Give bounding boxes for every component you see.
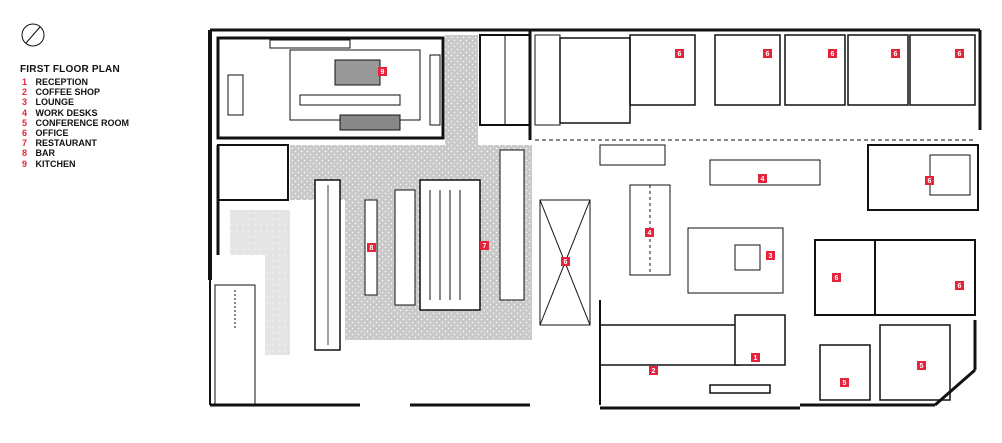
svg-text:9: 9: [381, 69, 385, 76]
svg-text:4: 4: [648, 230, 652, 237]
tag-work-desks-1: 4: [758, 174, 767, 183]
exterior-walls: [208, 28, 982, 410]
legend-item-work-desks: 4 WORK DESKS: [22, 107, 98, 118]
tag-coffee-shop: 2: [649, 366, 658, 375]
bar-counter: [314, 179, 416, 351]
svg-text:6: 6: [564, 259, 568, 266]
restaurant-booths: [419, 149, 525, 311]
tag-office-1: 6: [675, 49, 684, 58]
legend-title: FIRST FLOOR PLAN: [20, 64, 120, 75]
svg-text:5: 5: [920, 363, 924, 370]
tag-office-3: 6: [828, 49, 837, 58]
svg-text:2: 2: [652, 368, 656, 375]
svg-text:6: 6: [958, 51, 962, 58]
restroom-block: [479, 34, 631, 126]
tag-office-6: 6: [925, 176, 934, 185]
tag-lounge: 3: [766, 251, 775, 260]
svg-text:4: 4: [761, 176, 765, 183]
tag-conference-1: 5: [840, 378, 849, 387]
legend-item-bar: 8 BAR: [22, 148, 56, 159]
svg-text:1: 1: [754, 355, 758, 362]
tag-restaurant: 7: [480, 241, 489, 250]
legend-item-coffee-shop: 2 COFFEE SHOP: [22, 87, 101, 98]
svg-text:3: 3: [769, 253, 773, 260]
legend-item-office: 6 OFFICE: [22, 128, 69, 139]
tag-bar: 8: [367, 243, 376, 252]
svg-text:6: 6: [835, 275, 839, 282]
room-tags: 9 6 6 6 6 6 4 6 4 3 8 7 6 6 6 1 2 5 5: [367, 49, 964, 387]
tag-reception: 1: [751, 353, 760, 362]
svg-text:6: 6: [928, 178, 932, 185]
tag-office-9: 6: [955, 281, 964, 290]
left-side-rooms: [214, 144, 289, 406]
tag-office-8: 6: [832, 273, 841, 282]
legend-item-lounge: 3 LOUNGE: [22, 97, 75, 108]
svg-text:5: 5: [843, 380, 847, 387]
svg-text:6: 6: [958, 283, 962, 290]
legend: FIRST FLOOR PLAN 1 RECEPTION 2 COFFEE SH…: [20, 22, 129, 169]
svg-text:6: 6: [766, 51, 770, 58]
legend-item-conference-room: 5 CONFERENCE ROOM: [22, 117, 130, 128]
conference-office-right: [867, 144, 979, 211]
north-arrow-circle-icon: [21, 23, 45, 47]
svg-text:6: 6: [678, 51, 682, 58]
legend-list: 1 RECEPTION 2 COFFEE SHOP 3 LOUNGE 4 WOR…: [20, 77, 129, 169]
tag-work-desks-2: 4: [645, 228, 654, 237]
svg-text:7: 7: [483, 243, 487, 250]
svg-text:6: 6: [894, 51, 898, 58]
restaurant-floor-hatch: [230, 35, 532, 355]
legend-item-reception: 1 RECEPTION: [22, 77, 89, 87]
reception-coffee: [599, 300, 786, 405]
legend-item-kitchen: 9 KITCHEN: [22, 158, 76, 169]
tag-kitchen: 9: [378, 67, 387, 76]
lounge-area: [687, 227, 784, 294]
svg-text:6: 6: [831, 51, 835, 58]
kitchen-block: [216, 36, 445, 140]
office-row-top: [629, 34, 976, 106]
tag-office-4: 6: [891, 49, 900, 58]
lower-right-rooms: [814, 239, 976, 401]
tag-office-2: 6: [763, 49, 772, 58]
tag-office-7: 6: [561, 257, 570, 266]
tag-conference-2: 5: [917, 361, 926, 370]
tag-office-5: 6: [955, 49, 964, 58]
legend-item-restaurant: 7 RESTAURANT: [22, 138, 97, 149]
svg-text:8: 8: [370, 245, 374, 252]
